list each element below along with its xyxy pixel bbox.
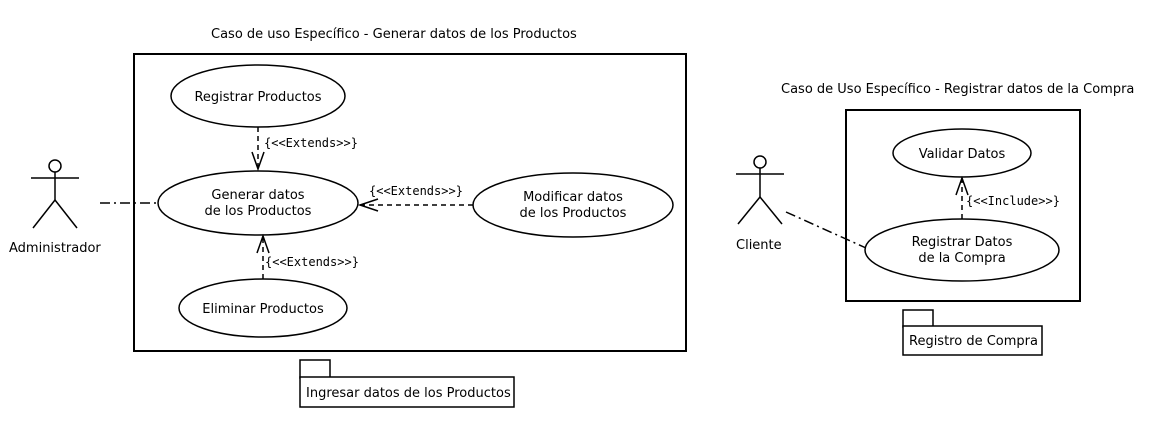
use-case-label-modificar-line2: de los Productos <box>520 206 627 221</box>
use-case-modificar-datos: Modificar datos de los Productos <box>472 172 674 238</box>
diagram2-title: Caso de Uso Específico - Registrar datos… <box>781 82 1134 97</box>
use-case-registrar-productos: Registrar Productos <box>170 64 346 128</box>
extends-arrow-eliminar <box>256 233 270 279</box>
actor-label-administrador: Administrador <box>9 241 101 256</box>
actor-cliente <box>736 155 784 225</box>
use-case-label-generar-line2: de los Productos <box>205 204 312 219</box>
extends-arrow-modificar <box>357 198 473 212</box>
extends-arrow-registrar <box>251 127 265 172</box>
use-case-label-modificar-line1: Modificar datos <box>523 190 623 205</box>
use-case-validar-datos: Validar Datos <box>892 128 1032 178</box>
use-case-eliminar-productos: Eliminar Productos <box>178 278 348 338</box>
package-ingresar-datos: Ingresar datos de los Productos <box>299 359 515 408</box>
extends-label-registrar: {<<Extends>>} <box>264 136 358 150</box>
include-label-validar: {<<Include>>} <box>966 194 1060 208</box>
package-label-registro: Registro de Compra <box>909 334 1038 349</box>
actor-label-cliente: Cliente <box>736 238 782 253</box>
package-registro-compra: Registro de Compra <box>902 309 1043 356</box>
association-cliente <box>785 211 867 249</box>
system-boundary-compra <box>845 109 1081 302</box>
use-case-registrar-compra: Registrar Datos de la Compra <box>864 218 1060 282</box>
actor-administrador <box>31 159 79 229</box>
use-case-generar-datos: Generar datos de los Productos <box>157 170 359 236</box>
package-label-ingresar: Ingresar datos de los Productos <box>306 386 511 401</box>
use-case-label-registrar-productos: Registrar Productos <box>194 90 321 105</box>
use-case-label-registrar-compra-line2: de la Compra <box>918 251 1005 266</box>
use-case-label-validar-datos: Validar Datos <box>919 147 1006 162</box>
diagram1-title: Caso de uso Específico - Generar datos d… <box>211 27 577 42</box>
use-case-label-eliminar-productos: Eliminar Productos <box>202 302 324 317</box>
use-case-label-generar-line1: Generar datos <box>211 188 304 203</box>
extends-label-modificar: {<<Extends>>} <box>369 184 463 198</box>
extends-label-eliminar: {<<Extends>>} <box>265 255 359 269</box>
include-arrow-validar <box>955 175 969 219</box>
use-case-label-registrar-compra-line1: Registrar Datos <box>912 235 1013 250</box>
